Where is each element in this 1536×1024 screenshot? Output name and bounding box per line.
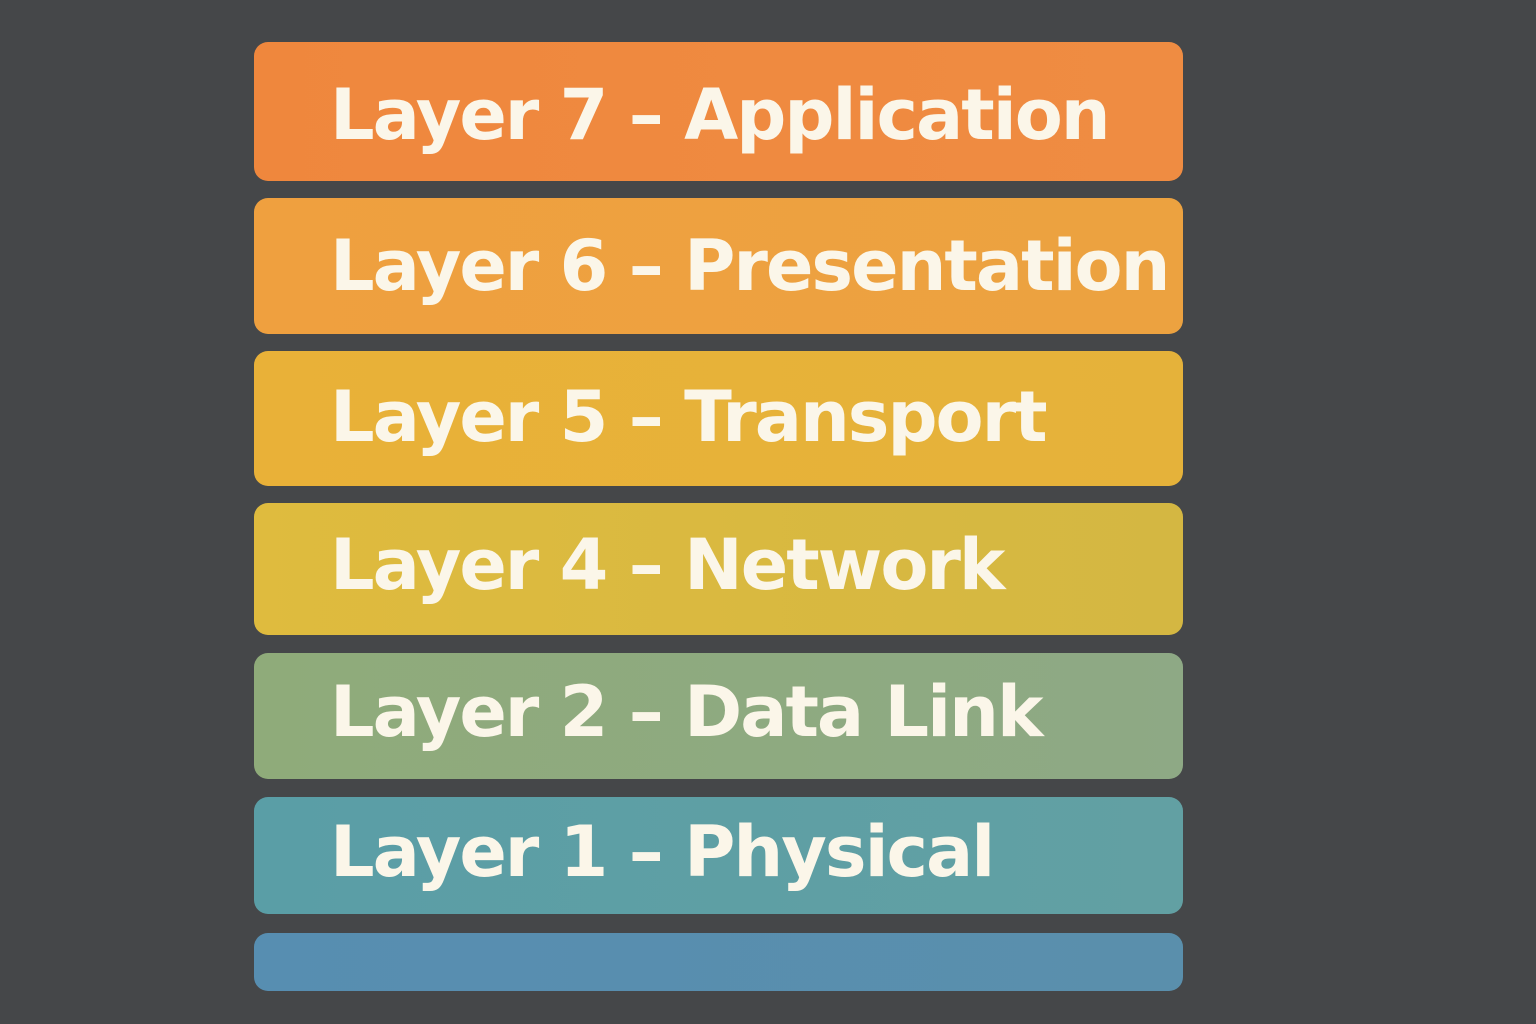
layer-1-label: Layer 1 – Physical bbox=[330, 811, 995, 893]
layer-5-label: Layer 5 – Transport bbox=[330, 376, 1048, 458]
layer-1-block: Layer 1 – Physical bbox=[254, 797, 1183, 914]
unlabeled-bottom-block bbox=[254, 933, 1183, 991]
layer-2-block: Layer 2 – Data Link bbox=[254, 653, 1183, 779]
layer-6-block: Layer 6 – Presentation bbox=[254, 198, 1183, 334]
layer-7-label: Layer 7 – Application bbox=[330, 74, 1111, 156]
layer-7-block: Layer 7 – Application bbox=[254, 42, 1183, 181]
layer-4-label: Layer 4 – Network bbox=[330, 524, 1005, 606]
layer-5-block: Layer 5 – Transport bbox=[254, 351, 1183, 486]
layer-6-label: Layer 6 – Presentation bbox=[330, 225, 1170, 307]
osi-layer-stack: Layer 7 – Application Layer 6 – Presenta… bbox=[254, 0, 1183, 1024]
layer-4-block: Layer 4 – Network bbox=[254, 503, 1183, 635]
layer-2-label: Layer 2 – Data Link bbox=[330, 671, 1044, 753]
